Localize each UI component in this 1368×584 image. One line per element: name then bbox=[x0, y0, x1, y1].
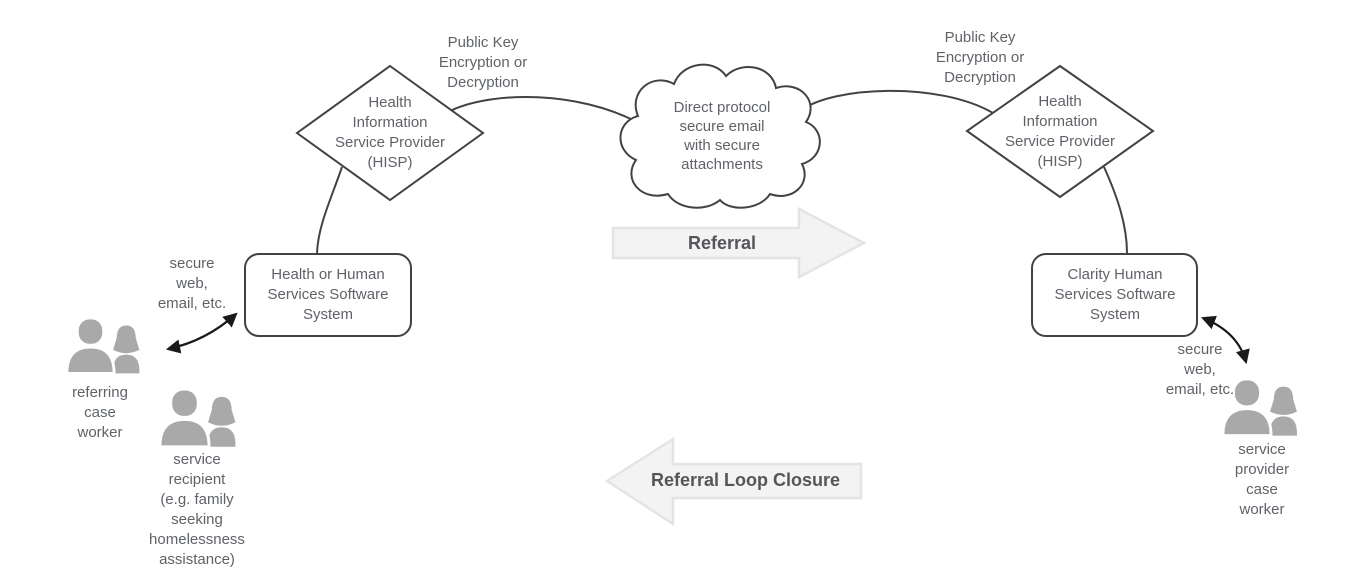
secure-channel-label-left: secure web, email, etc. bbox=[157, 255, 227, 312]
system-right-label: Clarity Human Services Software System bbox=[1054, 266, 1176, 323]
connector-cloud-to-hisp-right bbox=[801, 89, 994, 114]
referral-flow-label: Referral bbox=[687, 233, 757, 253]
referral-loop-closure-arrow-shape bbox=[604, 436, 863, 527]
referring-case-worker-label: referring case worker bbox=[72, 384, 128, 441]
hisp-left-label: Health Information Service Provider (HIS… bbox=[334, 94, 446, 171]
referral-loop-closure-flow-label: Referral Loop Closure bbox=[650, 470, 841, 490]
cloud-label: Direct protocol secure email with secure… bbox=[673, 99, 771, 173]
connector-hisp-right-to-system-right bbox=[1103, 166, 1128, 254]
connector-hisp-left-to-system-left bbox=[316, 166, 343, 254]
system-right-box bbox=[1031, 253, 1198, 337]
service-provider-case-worker-label: service provider case worker bbox=[1234, 441, 1290, 518]
people-icon-referring-case-worker bbox=[65, 316, 141, 375]
hisp-right-diamond bbox=[965, 64, 1155, 199]
people-icon-service-recipient bbox=[158, 387, 237, 449]
system-left-label: Health or Human Services Software System bbox=[267, 266, 389, 323]
hisp-left-diamond bbox=[295, 64, 485, 202]
service-recipient-label: service recipient (e.g. family seeking h… bbox=[149, 451, 245, 568]
secure-channel-label-right: secure web, email, etc. bbox=[1165, 341, 1235, 398]
connector-hisp-left-to-cloud bbox=[451, 96, 638, 123]
public-key-label-right: Public Key Encryption or Decryption bbox=[935, 29, 1025, 86]
secure-channel-arrow-right bbox=[1201, 315, 1250, 365]
secure-channel-arrow-left bbox=[165, 312, 238, 354]
cloud-shape bbox=[619, 63, 821, 209]
system-left-box bbox=[244, 253, 412, 337]
hisp-right-label: Health Information Service Provider (HIS… bbox=[1004, 93, 1116, 170]
referral-arrow-shape bbox=[611, 206, 867, 280]
public-key-label-left: Public Key Encryption or Decryption bbox=[438, 34, 528, 91]
